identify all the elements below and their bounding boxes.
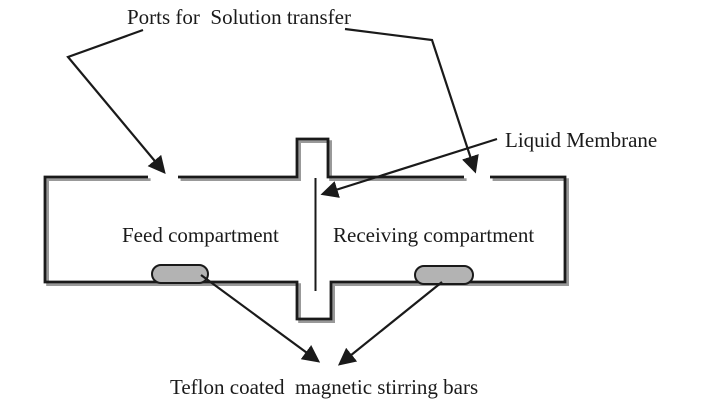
- stirbar-left-arrow: [200, 274, 321, 363]
- liquid-membrane-label: Liquid Membrane: [505, 128, 658, 152]
- stir-bar-right: [414, 265, 474, 285]
- stirbar-right-arrow: [337, 281, 443, 366]
- vessel-wall-shadow: [46, 140, 569, 323]
- membrane-pointer-arrow: [320, 137, 498, 198]
- ports-left-arrow: [66, 28, 166, 175]
- vessel-top-neck: [178, 137, 464, 179]
- ports-label: Ports for Solution transfer: [127, 5, 351, 29]
- feed-compartment-label: Feed compartment: [122, 223, 279, 247]
- stir-bar-left: [151, 264, 209, 284]
- vessel-outline: [43, 175, 567, 321]
- ports-right-arrow: [344, 27, 479, 174]
- stir-bars-label: Teflon coated magnetic stirring bars: [170, 375, 479, 399]
- vessel-wall: [43, 137, 567, 321]
- receiving-compartment-label: Receiving compartment: [333, 223, 535, 247]
